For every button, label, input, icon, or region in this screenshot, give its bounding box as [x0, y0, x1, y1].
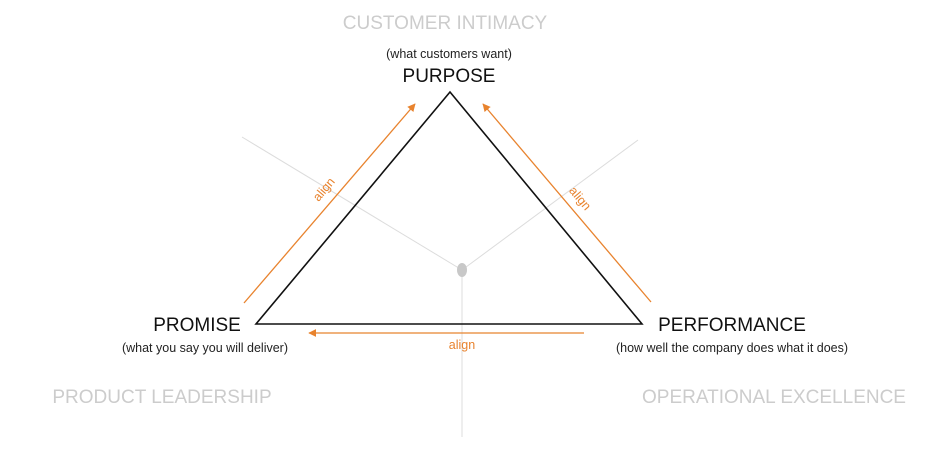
- performance-title: PERFORMANCE: [658, 315, 806, 336]
- purpose-subtitle: (what customers want): [386, 47, 512, 61]
- performance-subtitle: (how well the company does what it does): [616, 341, 848, 355]
- align-label-right: align: [566, 184, 594, 213]
- align-label-bottom: align: [449, 338, 475, 352]
- align-arrow-right: [482, 103, 652, 303]
- alignment-triangle: [254, 90, 644, 325]
- outer-label-operational-excellence: OPERATIONAL EXCELLENCE: [642, 387, 906, 408]
- axis-line-left: [241, 136, 463, 271]
- promise-title: PROMISE: [153, 315, 241, 336]
- outer-label-product-leadership: PRODUCT LEADERSHIP: [52, 387, 271, 408]
- center-dot: [457, 263, 467, 277]
- align-arrow-left: [243, 103, 416, 304]
- axis-line-right: [461, 139, 639, 271]
- promise-subtitle: (what you say you will deliver): [122, 341, 288, 355]
- outer-label-customer-intimacy: CUSTOMER INTIMACY: [343, 13, 548, 34]
- purpose-title: PURPOSE: [403, 66, 496, 87]
